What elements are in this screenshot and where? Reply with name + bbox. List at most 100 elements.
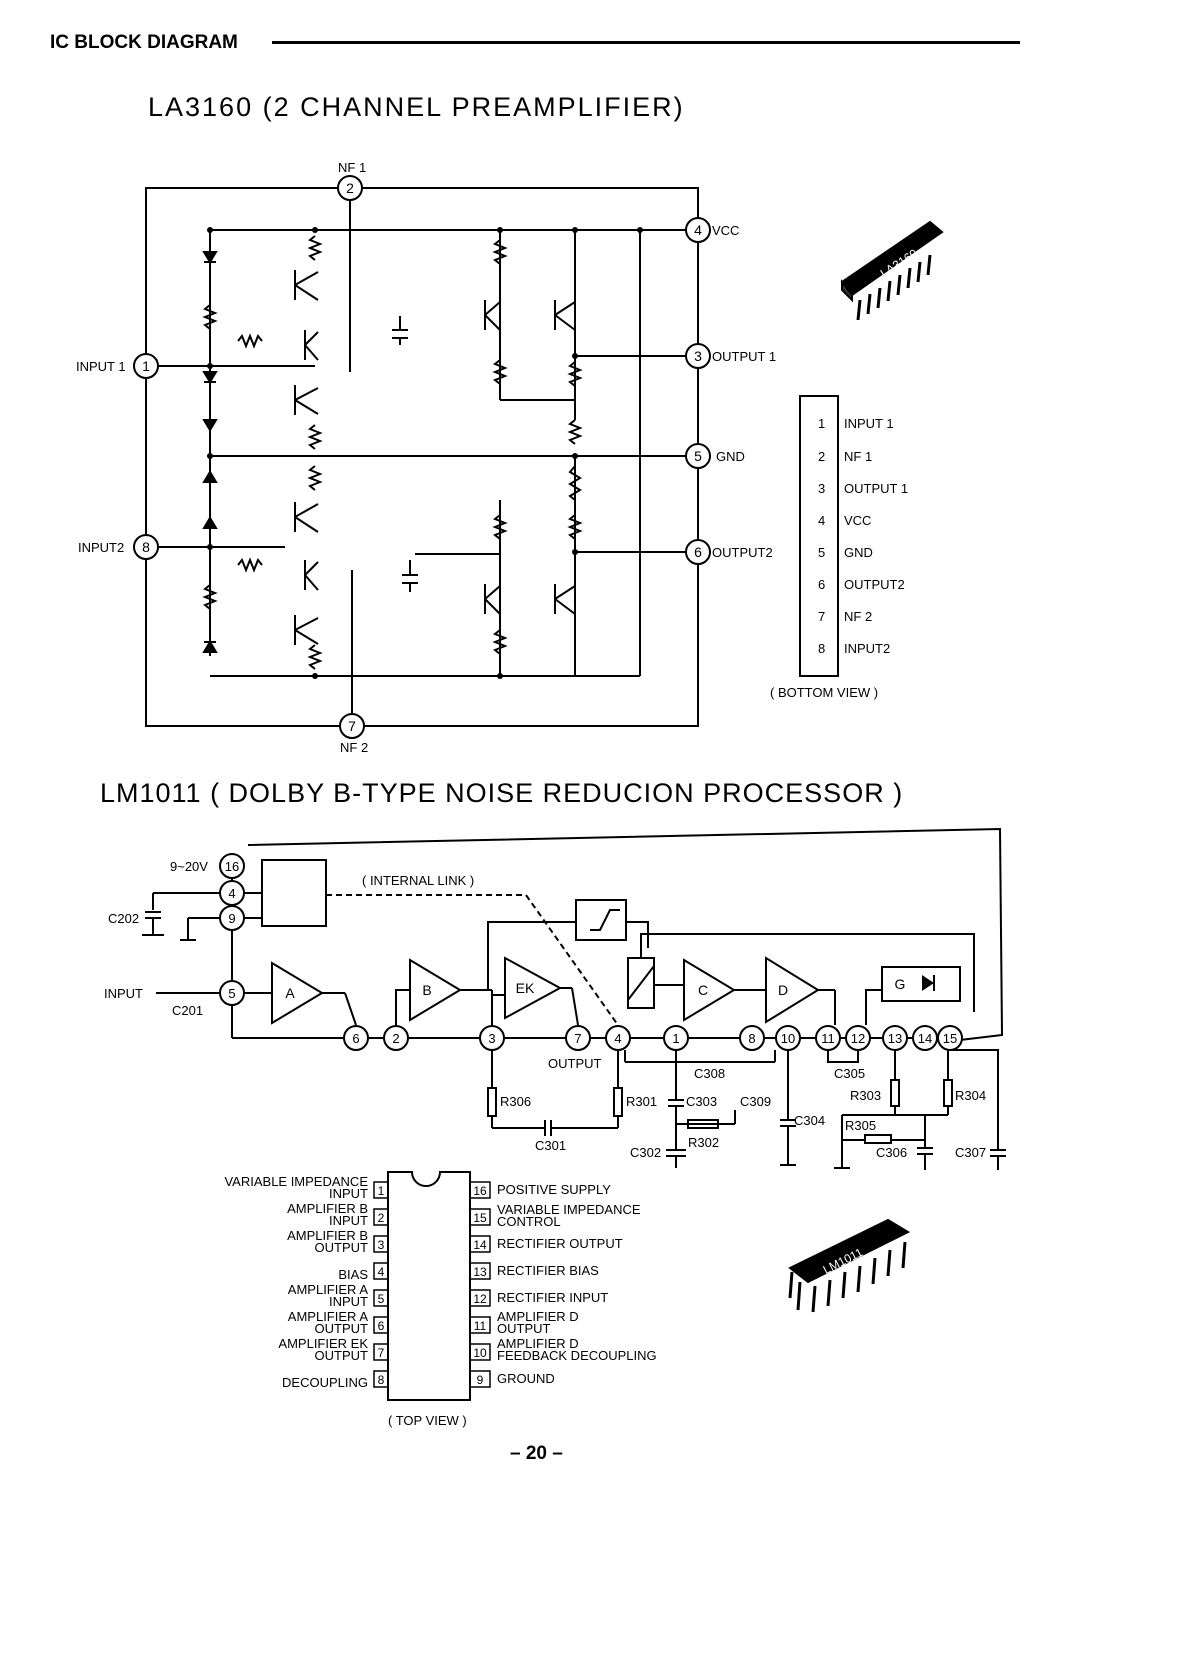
svg-text:3: 3 — [818, 481, 825, 496]
svg-text:15: 15 — [943, 1031, 957, 1046]
la-pin-3: 3 — [694, 348, 702, 364]
svg-text:9: 9 — [228, 911, 235, 926]
svg-text:2: 2 — [392, 1031, 399, 1046]
svg-text:R303: R303 — [850, 1088, 881, 1103]
svg-text:DECOUPLING: DECOUPLING — [282, 1375, 368, 1390]
svg-text:AMPLIFIER EK: AMPLIFIER EK — [278, 1336, 368, 1351]
svg-text:5: 5 — [378, 1292, 385, 1306]
lm1011-block-labels: A B EK C D G — [285, 976, 905, 1001]
svg-text:OUTPUT: OUTPUT — [497, 1321, 551, 1336]
svg-text:3: 3 — [488, 1031, 495, 1046]
section-header: IC BLOCK DIAGRAM — [50, 32, 238, 53]
svg-text:AMPLIFIER B: AMPLIFIER B — [287, 1228, 368, 1243]
svg-text:RECTIFIER BIAS: RECTIFIER BIAS — [497, 1263, 599, 1278]
svg-text:INPUT: INPUT — [329, 1294, 368, 1309]
la-label-input1: INPUT 1 — [76, 359, 126, 374]
svg-text:VARIABLE IMPEDANCE: VARIABLE IMPEDANCE — [497, 1202, 641, 1217]
la-pin-1: 1 — [142, 358, 150, 374]
svg-text:12: 12 — [851, 1031, 865, 1046]
svg-text:R305: R305 — [845, 1118, 876, 1133]
la3160-title: LA3160 (2 CHANNEL PREAMPLIFIER) — [148, 92, 685, 122]
transistor-group — [294, 270, 576, 645]
svg-text:6: 6 — [378, 1319, 385, 1333]
svg-text:C309: C309 — [740, 1094, 771, 1109]
svg-text:6: 6 — [818, 577, 825, 592]
lm1011-pinout-caption: ( TOP VIEW ) — [388, 1413, 467, 1428]
svg-text:11: 11 — [474, 1319, 487, 1333]
svg-text:INPUT: INPUT — [329, 1186, 368, 1201]
output-label: OUTPUT — [548, 1056, 602, 1071]
la-pin-5: 5 — [694, 448, 702, 464]
svg-text:8: 8 — [748, 1031, 755, 1046]
svg-text:3: 3 — [378, 1238, 385, 1252]
svg-text:C: C — [698, 982, 708, 998]
svg-text:AMPLIFIER D: AMPLIFIER D — [497, 1309, 579, 1324]
svg-text:4: 4 — [818, 513, 825, 528]
la3160-schematic: 2 1 4 3 5 6 7 8 NF 1 INPUT 1 VCC OUTPUT … — [76, 160, 944, 755]
lm1011-package — [788, 1218, 911, 1313]
la-pin-6: 6 — [694, 544, 702, 560]
svg-text:C201: C201 — [172, 1003, 203, 1018]
svg-text:10: 10 — [781, 1031, 795, 1046]
svg-text:D: D — [778, 982, 788, 998]
lm1011-schematic: 16 4 9 5 6 2 3 7 4 1 8 10 11 12 13 14 15… — [104, 827, 1006, 1428]
svg-text:16: 16 — [473, 1184, 487, 1198]
svg-text:7: 7 — [818, 609, 825, 624]
la-label-gnd: GND — [716, 449, 745, 464]
svg-text:C302: C302 — [630, 1145, 661, 1160]
svg-text:C202: C202 — [108, 911, 139, 926]
svg-text:C301: C301 — [535, 1138, 566, 1153]
lm1011-title: LM1011 ( DOLBY B-TYPE NOISE REDUCION PRO… — [100, 778, 904, 808]
la-label-input2: INPUT2 — [78, 540, 124, 555]
page-number: – 20 – — [510, 1443, 563, 1464]
svg-text:CONTROL: CONTROL — [497, 1214, 561, 1229]
svg-text:AMPLIFIER B: AMPLIFIER B — [287, 1201, 368, 1216]
svg-text:8: 8 — [378, 1373, 385, 1387]
svg-text:C308: C308 — [694, 1066, 725, 1081]
internal-link-label: ( INTERNAL LINK ) — [362, 873, 474, 888]
svg-text:C304: C304 — [794, 1113, 825, 1128]
la-pin-7: 7 — [348, 718, 356, 734]
svg-text:2: 2 — [378, 1211, 385, 1225]
lm1011-dip-left-nums: 1 2 3 4 5 6 7 8 — [378, 1184, 385, 1387]
svg-text:POSITIVE SUPPLY: POSITIVE SUPPLY — [497, 1182, 611, 1197]
svg-text:OUTPUT: OUTPUT — [315, 1321, 369, 1336]
svg-text:AMPLIFIER A: AMPLIFIER A — [288, 1309, 369, 1324]
header-rule — [272, 41, 1020, 44]
svg-text:EK: EK — [516, 980, 535, 996]
svg-text:GND: GND — [844, 545, 873, 560]
svg-text:12: 12 — [473, 1292, 487, 1306]
svg-text:4: 4 — [378, 1265, 385, 1279]
la-label-output2: OUTPUT2 — [712, 545, 773, 560]
svg-text:R301: R301 — [626, 1094, 657, 1109]
la-label-nf2: NF 2 — [340, 740, 368, 755]
svg-text:VCC: VCC — [844, 513, 871, 528]
svg-text:5: 5 — [818, 545, 825, 560]
svg-text:NF 2: NF 2 — [844, 609, 872, 624]
svg-text:AMPLIFIER A: AMPLIFIER A — [288, 1282, 369, 1297]
svg-text:R306: R306 — [500, 1094, 531, 1109]
svg-text:7: 7 — [574, 1031, 581, 1046]
svg-text:R304: R304 — [955, 1088, 986, 1103]
svg-text:VARIABLE IMPEDANCE: VARIABLE IMPEDANCE — [224, 1174, 368, 1189]
svg-text:10: 10 — [473, 1346, 487, 1360]
svg-text:14: 14 — [918, 1031, 932, 1046]
svg-text:7: 7 — [378, 1346, 385, 1360]
lm1011-dip-right-labels: POSITIVE SUPPLY VARIABLE IMPEDANCECONTRO… — [497, 1182, 657, 1386]
svg-text:1: 1 — [818, 416, 825, 431]
svg-text:11: 11 — [821, 1031, 835, 1046]
svg-text:NF 1: NF 1 — [844, 449, 872, 464]
la-label-vcc: VCC — [712, 223, 739, 238]
svg-text:AMPLIFIER D: AMPLIFIER D — [497, 1336, 579, 1351]
svg-text:16: 16 — [225, 859, 239, 874]
svg-text:OUTPUT2: OUTPUT2 — [844, 577, 905, 592]
svg-text:FEEDBACK DECOUPLING: FEEDBACK DECOUPLING — [497, 1348, 657, 1363]
svg-text:1: 1 — [378, 1184, 385, 1198]
svg-text:OUTPUT: OUTPUT — [315, 1240, 369, 1255]
svg-text:G: G — [895, 976, 906, 992]
svg-text:15: 15 — [473, 1211, 487, 1225]
la-label-nf1: NF 1 — [338, 160, 366, 175]
la-pin-2: 2 — [346, 180, 354, 196]
